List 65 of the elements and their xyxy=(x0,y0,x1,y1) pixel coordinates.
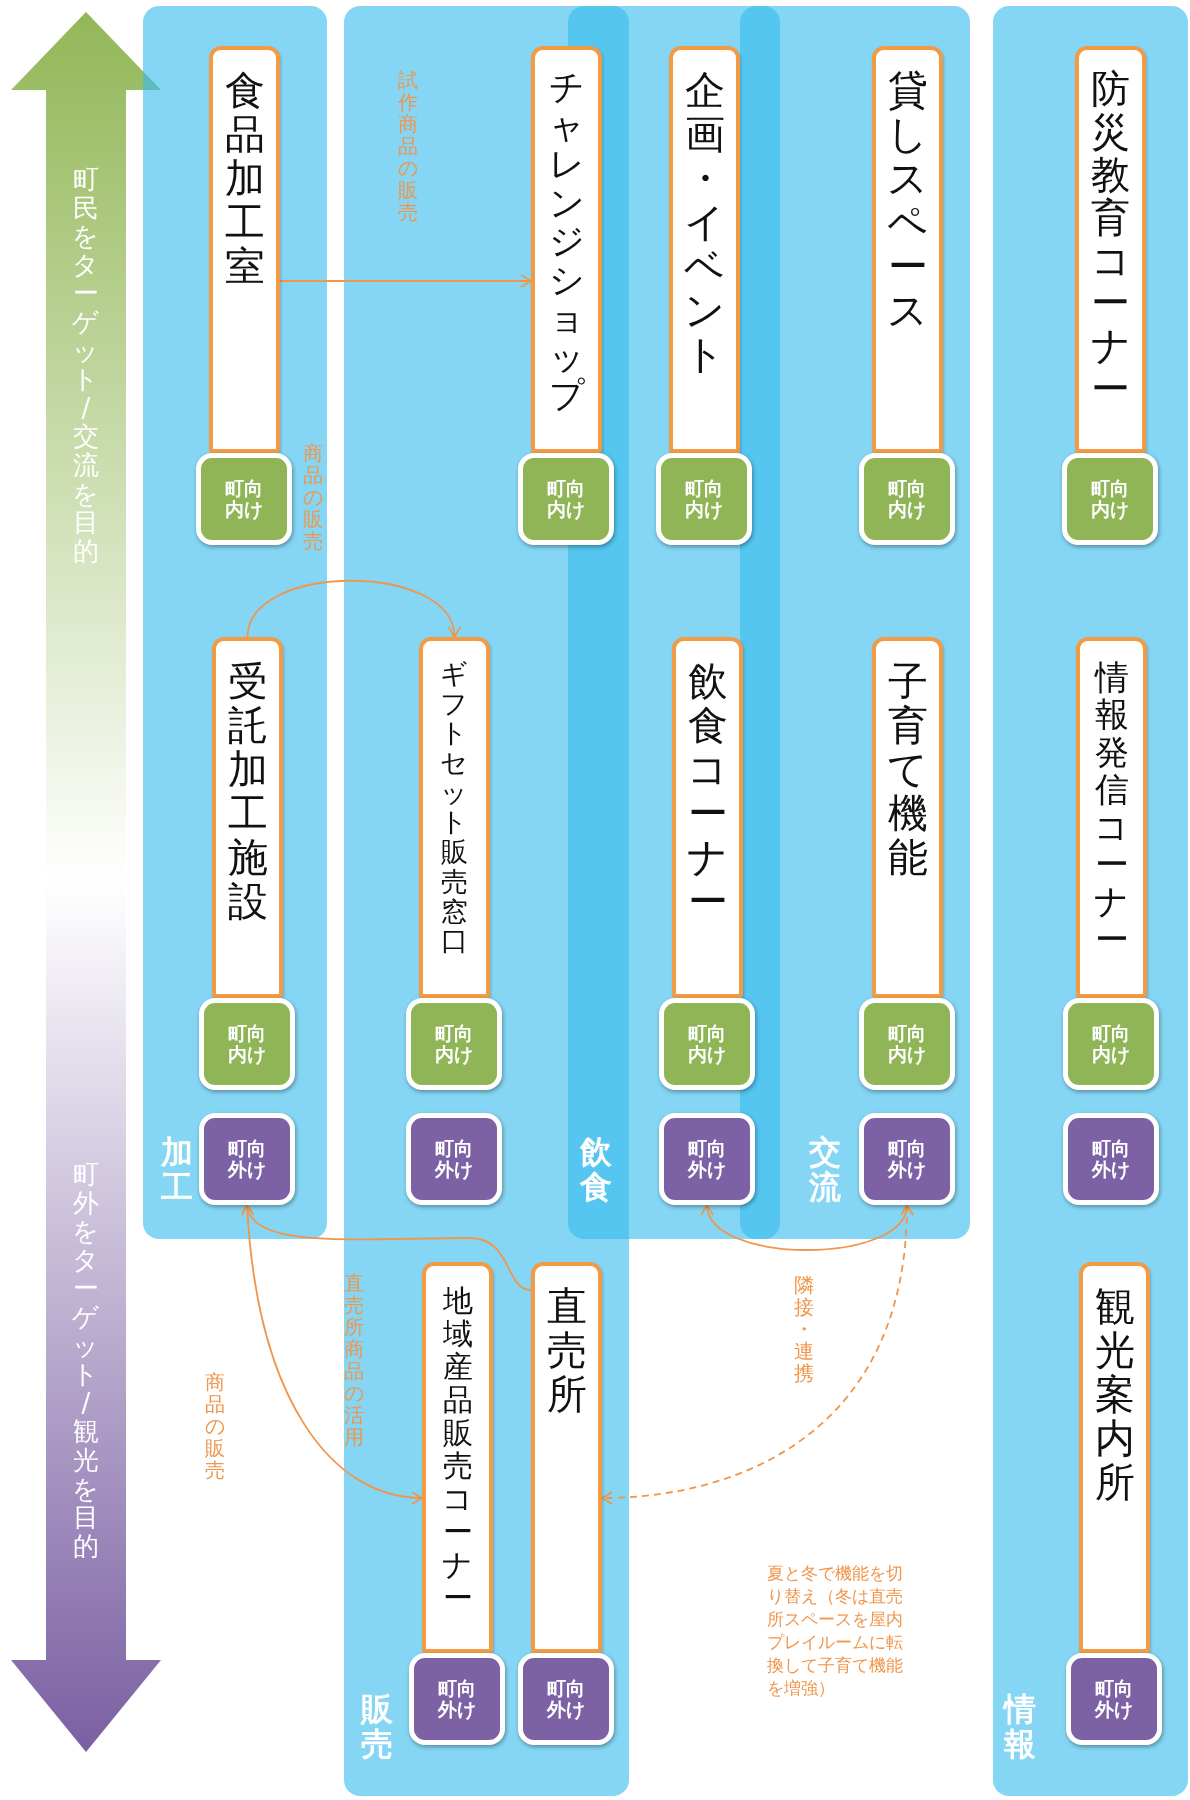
audience-badge: 町内向け xyxy=(518,453,614,545)
edge-label: 試作商品の販売 xyxy=(396,69,419,223)
facility-name: 直売所 xyxy=(545,1284,588,1416)
audience-badge: 町内向け xyxy=(199,998,295,1090)
audience-badge: 町内向け xyxy=(656,453,752,545)
facility-bar xyxy=(422,1262,493,1653)
connector-arrow xyxy=(279,274,532,288)
facility-name: 子育て機能 xyxy=(886,659,929,879)
audience-badge: 町内向け xyxy=(659,998,755,1090)
facility-name: 食品加工室 xyxy=(223,68,266,288)
audience-badge: 町外向け xyxy=(199,1113,295,1205)
facility-bar xyxy=(531,46,602,453)
audience-badge: 町外向け xyxy=(1066,1653,1162,1745)
category-panel xyxy=(143,6,327,1239)
connector-arrow xyxy=(243,1204,532,1291)
audience-badge: 町内向け xyxy=(1063,998,1159,1090)
facility-name: ギフトセット販売窓口 xyxy=(439,659,470,956)
category-panel xyxy=(344,6,629,1796)
facility-bar xyxy=(1076,637,1147,998)
facility-bar xyxy=(672,637,743,998)
category-label: 交流 xyxy=(809,1134,841,1205)
connector-arrow xyxy=(246,579,459,638)
audience-badge: 町外向け xyxy=(659,1113,755,1205)
facility-bar xyxy=(212,637,283,998)
facility-bar xyxy=(419,637,490,998)
category-label: 飲食 xyxy=(580,1134,612,1205)
facility-name: 防災教育コーナー xyxy=(1089,68,1132,412)
category-panel xyxy=(740,6,970,1239)
category-panel xyxy=(993,6,1188,1796)
audience-badge: 町内向け xyxy=(1062,453,1158,545)
facility-bar xyxy=(872,46,943,453)
facility-name: 観光案内所 xyxy=(1093,1284,1136,1504)
edge-label: 直売所商品の活用 xyxy=(342,1272,365,1448)
connector-arrow xyxy=(601,1204,914,1505)
category-label: 加工 xyxy=(161,1134,193,1205)
audience-badge: 町外向け xyxy=(406,1113,502,1205)
edge-label: 隣接・連携 xyxy=(792,1274,815,1384)
facility-bar xyxy=(669,46,740,453)
audience-badge: 町内向け xyxy=(859,998,955,1090)
audience-badge: 町外向け xyxy=(859,1113,955,1205)
facility-name: 貸しスペース xyxy=(886,68,929,332)
axis-label: 町外をターゲット/観光を目的 xyxy=(71,1160,101,1561)
facility-bar xyxy=(1079,1262,1150,1653)
facility-name: 地域産品販売コーナー xyxy=(441,1284,474,1614)
facility-bar xyxy=(872,637,943,998)
note-text: 夏と冬で機能を切り替え（冬は直売所スペースを屋内プレイルームに転換して子育て機能を増強） xyxy=(767,1562,904,1700)
facility-bar xyxy=(209,46,280,453)
audience-badge: 町内向け xyxy=(406,998,502,1090)
facility-name: 飲食コーナー xyxy=(686,659,729,923)
facility-bar xyxy=(531,1262,602,1653)
audience-badge: 町内向け xyxy=(196,453,292,545)
edge-label: 商品の販売 xyxy=(301,442,324,552)
facility-bar xyxy=(1075,46,1146,453)
facility-name: チャレンジショップ xyxy=(547,68,586,415)
edge-label: 商品の販売 xyxy=(203,1371,226,1481)
audience-badge: 町外向け xyxy=(1063,1113,1159,1205)
audience-badge: 町内向け xyxy=(859,453,955,545)
category-label: 情報 xyxy=(1004,1691,1036,1762)
facility-name: 企画・イベント xyxy=(683,68,726,376)
audience-badge: 町外向け xyxy=(409,1653,505,1745)
facility-name: 受託加工施設 xyxy=(226,659,269,923)
audience-badge: 町外向け xyxy=(518,1653,614,1745)
category-label: 販売 xyxy=(361,1691,393,1762)
facility-name: 情報発信コーナー xyxy=(1093,659,1130,959)
axis-label: 町民をターゲット/交流を目的 xyxy=(71,165,101,566)
